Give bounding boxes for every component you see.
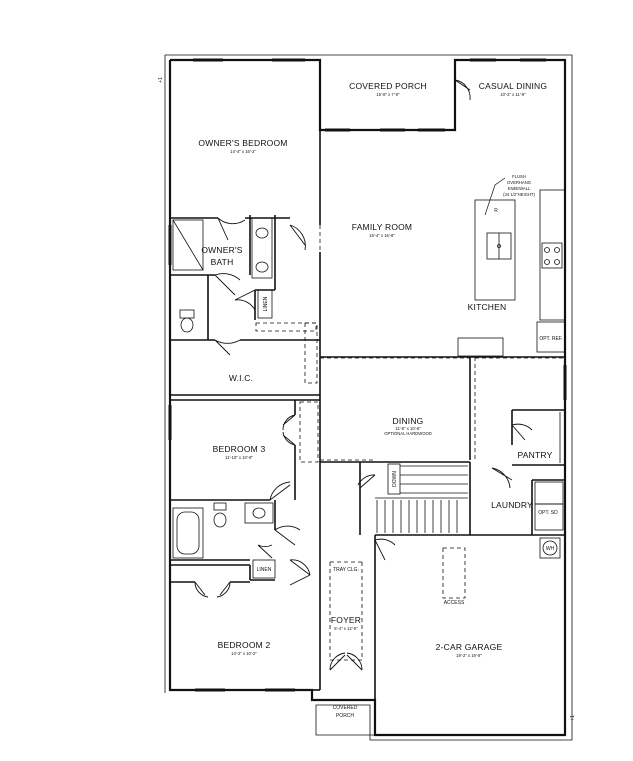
flush-note-1: FLUSH [512,174,526,179]
linen-hall-label: LINEN [257,567,272,573]
flush-note-2: OVERHANG [507,180,531,185]
north-mark-top: +1 [158,77,164,83]
covered-porch-rear-dim: 15'-8" x 7'-0" [376,92,400,97]
dining-name: DINING [393,416,424,426]
laundry-name: LAUNDRY [491,500,533,510]
flush-note-4: (34 1/2"HEIGHT) [503,192,535,197]
covered-porch-front-line1: COVERED [333,705,358,711]
bedroom2-dim: 14'-2" x 10'-2" [231,651,257,656]
access-label: ACCESS [444,600,465,606]
north-mark-bottom: +1 [570,715,576,721]
opt-sd-label: OPT. SD [538,510,558,516]
room-labels: COVERED PORCH 15'-8" x 7'-0" CASUAL DINI… [198,81,552,719]
dashed-openings [255,225,565,661]
covered-porch-front-line2: PORCH [336,713,354,719]
range-label: R [494,208,498,214]
owners-bedroom-dim: 14'-4" x 16'-2" [230,149,256,154]
linen-bath-label: LINEN [263,296,269,311]
foyer-name: FOYER [331,615,361,625]
bedroom3-name: BEDROOM 3 [213,444,266,454]
bedroom3-dim: 11'-10" x 10'-8" [225,455,253,460]
wh-label: WH [546,546,555,552]
down-label: DOWN [392,471,398,487]
exterior-walls [168,58,567,737]
roof-outline [164,54,573,741]
dining-dim: 11'-6" x 10'-6" [395,426,421,431]
garage-name: 2-CAR GARAGE [436,642,503,652]
interior-walls [170,130,565,700]
flush-note-3: KNEEWALL [508,186,531,191]
family-room-dim: 15'-4" x 16'-8" [369,233,395,238]
bedroom2-name: BEDROOM 2 [218,640,271,650]
doors [194,79,533,671]
stairs [375,463,468,533]
casual-dining-dim: 10'-2" x 11'-9" [500,92,526,97]
wic-name: W.I.C. [229,373,253,383]
tray-clg-label: TRAY CLG. [333,567,359,573]
fixtures [172,189,566,579]
covered-porch-rear-name: COVERED PORCH [349,81,427,91]
foyer-dim: 5'-4" x 12'-0" [334,626,358,631]
owners-bath-line1: OWNER'S [201,245,242,255]
casual-dining-name: CASUAL DINING [479,81,547,91]
owners-bedroom-name: OWNER'S BEDROOM [198,138,287,148]
owners-bath-line2: BATH [211,257,234,267]
kitchen-name: KITCHEN [468,302,507,312]
windows [168,58,567,692]
opt-ref-label: OPT. REF. [539,336,562,342]
garage-dim: 19'-2" x 19'-8" [456,653,482,658]
note-leader [484,177,506,216]
pantry-name: PANTRY [518,450,553,460]
family-room-name: FAMILY ROOM [352,222,412,232]
annotations: LINEN LINEN DOWN OPT. REF. OPT. SD WH AC… [158,77,576,721]
dining-note: OPTIONAL HARDWOOD [384,431,432,436]
